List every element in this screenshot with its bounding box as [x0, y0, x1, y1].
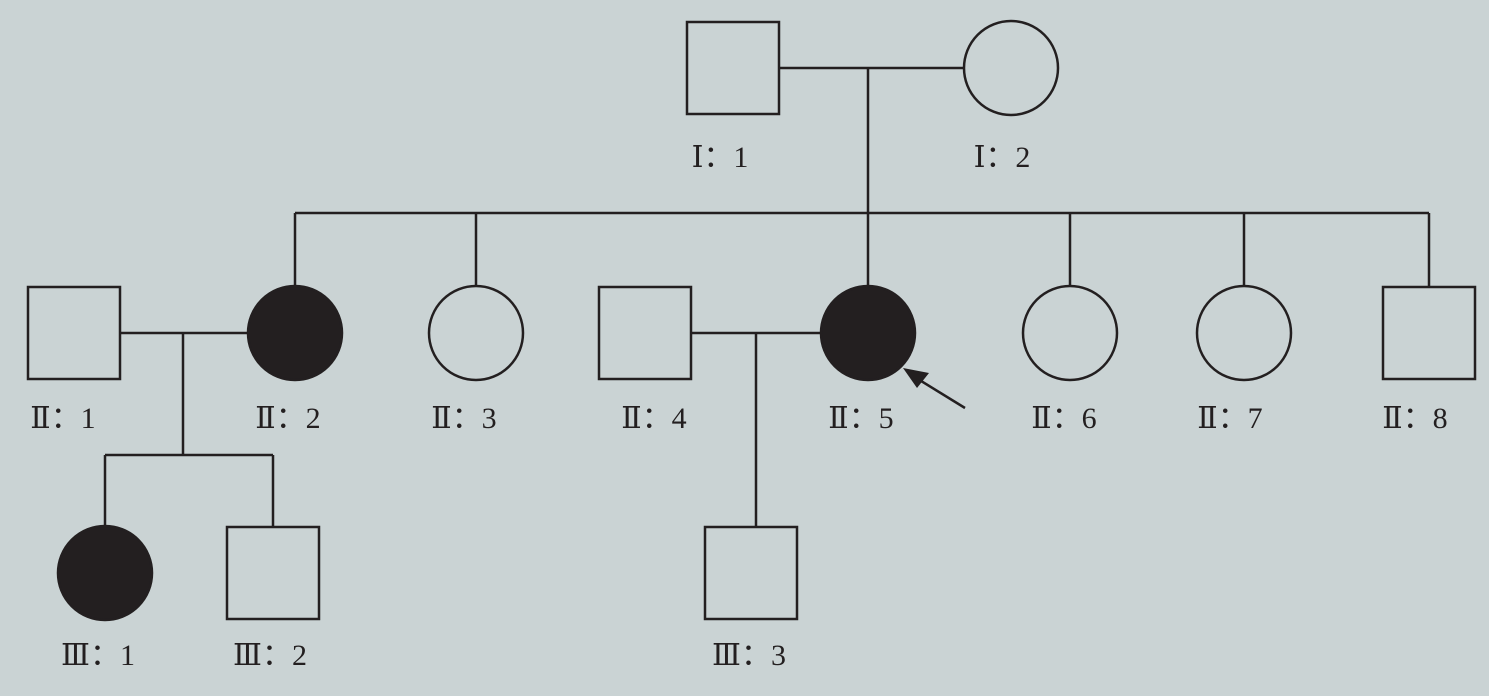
label-III2: Ⅲ：2 [233, 639, 307, 672]
proband-arrow [903, 368, 966, 410]
label-II3: Ⅱ：3 [431, 402, 496, 435]
label-II2: Ⅱ：2 [255, 402, 320, 435]
affected-female-III1 [56, 524, 154, 622]
unaffected-male-II8 [1381, 285, 1477, 381]
label-III3: Ⅲ：3 [712, 639, 786, 672]
affected-female-II2 [246, 284, 344, 382]
proband-arrow-head [903, 368, 929, 388]
label-I2: Ⅰ：2 [974, 141, 1031, 174]
lines-layer [103, 66, 1431, 527]
affected-female-II5 [819, 284, 917, 382]
label-II5: Ⅱ：5 [828, 402, 893, 435]
label-II8: Ⅱ：8 [1382, 402, 1447, 435]
unaffected-male-II1 [26, 285, 122, 381]
unaffected-male-III2 [225, 525, 321, 621]
symbols-layer [26, 19, 1477, 622]
unaffected-female-II6 [1021, 284, 1119, 382]
unaffected-male-I1 [685, 20, 781, 116]
label-I1: Ⅰ：1 [692, 141, 749, 174]
unaffected-female-I2 [962, 19, 1060, 117]
label-II7: Ⅱ：7 [1197, 402, 1262, 435]
label-II4: Ⅱ：4 [621, 402, 686, 435]
label-II6: Ⅱ：6 [1031, 402, 1096, 435]
unaffected-female-II7 [1195, 284, 1293, 382]
unaffected-male-II4 [597, 285, 693, 381]
unaffected-male-III3 [703, 525, 799, 621]
label-III1: Ⅲ：1 [61, 639, 135, 672]
unaffected-female-II3 [427, 284, 525, 382]
label-II1: Ⅱ：1 [30, 402, 95, 435]
